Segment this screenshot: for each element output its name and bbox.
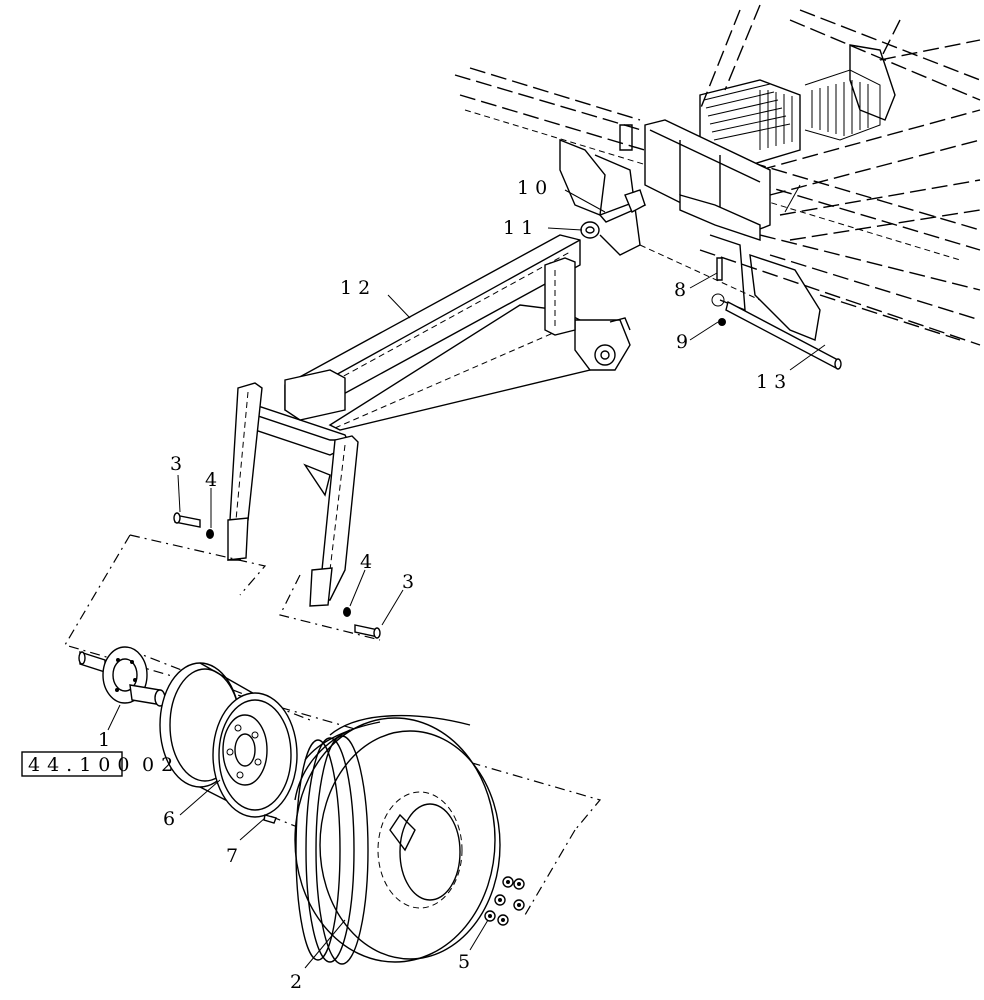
callout-3-left: 3: [170, 453, 188, 475]
callout-8: 8: [674, 279, 692, 301]
callout-4-left: 4: [205, 469, 223, 491]
frame-brackets: [559, 44, 896, 341]
main-arm-assembly: [227, 234, 631, 607]
hub-spindle: [78, 646, 166, 707]
lug-nuts: [484, 876, 525, 926]
reference-box-text: 44.100: [28, 754, 136, 776]
washer-4-left: [206, 529, 214, 539]
tire: [294, 714, 501, 965]
callout-11: 11: [503, 217, 539, 239]
rim: [159, 662, 298, 818]
callout-4-right: 4: [360, 551, 378, 573]
callout-5: 5: [458, 951, 476, 973]
nut-11: [580, 221, 600, 239]
callouts: 1 2 3 3 4 4 5 6 7 8 9 10 11 12 13: [98, 177, 792, 993]
pin-13: [725, 300, 842, 370]
callout-3-right: 3: [402, 571, 420, 593]
callout-13: 13: [756, 371, 792, 393]
clip-9: [718, 318, 726, 326]
callout-6: 6: [163, 808, 181, 830]
bolt-3-left: [173, 512, 201, 528]
reference-box-trailing: 02: [142, 754, 180, 776]
washer-4-right: [343, 607, 351, 617]
callout-10: 10: [517, 177, 553, 199]
leader-lines: [107, 184, 826, 969]
callout-7: 7: [226, 845, 244, 867]
callout-1: 1: [98, 729, 116, 751]
reference-box: 44.100 02: [21, 751, 180, 777]
tine-stack: [699, 69, 881, 166]
valve-stem: [263, 814, 277, 824]
callout-12: 12: [340, 277, 376, 299]
pin-8: [716, 257, 723, 281]
bolt-3-right: [354, 624, 381, 639]
callout-2: 2: [290, 971, 308, 993]
callout-9: 9: [676, 331, 694, 353]
bolt-10: [598, 189, 647, 223]
